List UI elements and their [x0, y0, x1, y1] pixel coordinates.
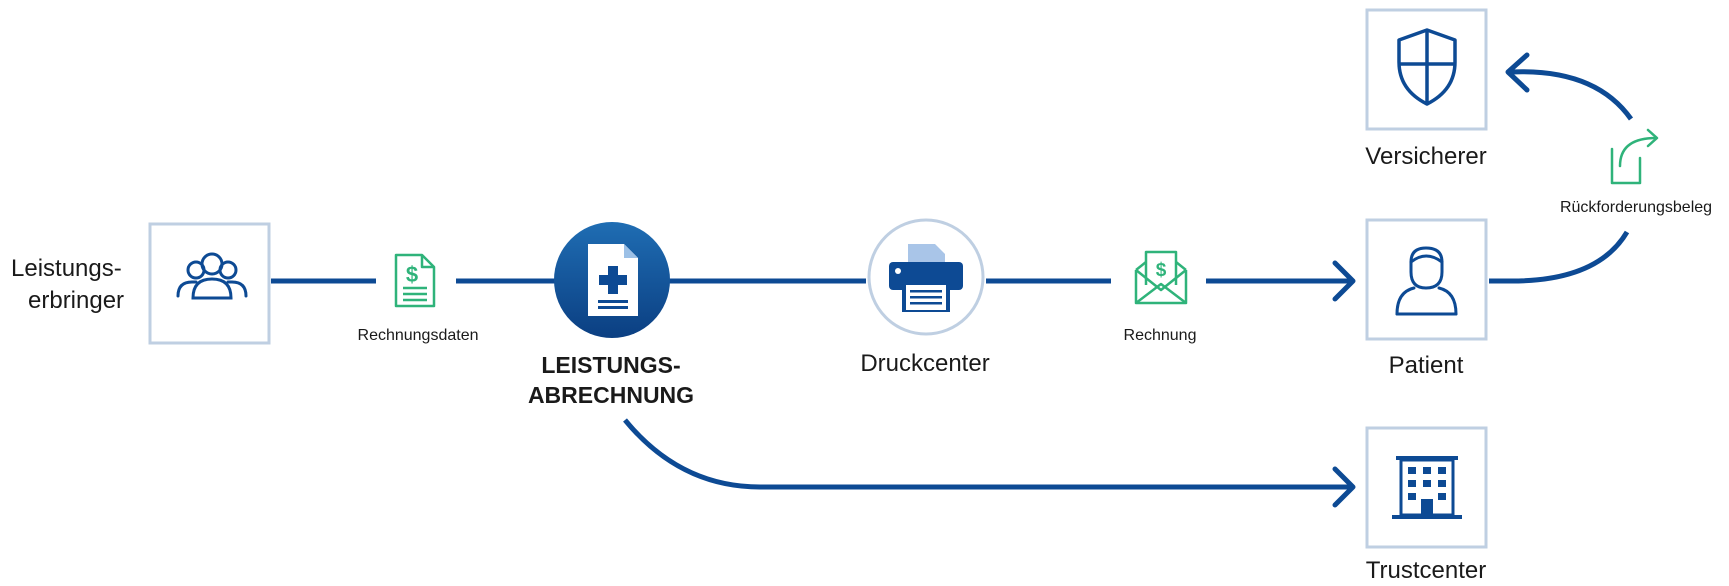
medical-document-icon — [588, 244, 638, 316]
leistungsabrechnung-label-line2: ABRECHNUNG — [527, 382, 695, 408]
connector-patient-rueckforderungsbeleg — [1489, 230, 1630, 284]
druckcenter-label: Druckcenter — [860, 350, 990, 377]
trustcenter-box — [1365, 426, 1488, 549]
leistungsabrechnung-label-line1: LEISTUNGS- — [541, 352, 681, 378]
invoice-document-icon — [394, 253, 436, 308]
forward-share-icon — [1610, 128, 1659, 185]
patient-label: Patient — [1388, 352, 1464, 379]
printer-icon — [889, 244, 963, 312]
arrowhead-versicherer — [1505, 52, 1530, 93]
invoice-dollar-glyph: $ — [406, 262, 418, 287]
building-icon — [1392, 456, 1462, 519]
leistungserbringer-box — [148, 222, 271, 345]
envelope-dollar-glyph: $ — [1156, 260, 1167, 281]
versicherer-label: Versicherer — [1365, 143, 1487, 170]
trustcenter-label: Trustcenter — [1365, 557, 1487, 584]
connector-rueckforderungsbeleg-versicherer — [1509, 69, 1634, 121]
connector-leistungsabrechnung-trustcenter — [623, 418, 1350, 490]
arrowhead-patient — [1332, 260, 1356, 302]
invoice-envelope-icon — [1134, 250, 1188, 305]
leistungserbringer-label-line1: Leistungs- — [11, 255, 122, 282]
leistungserbringer-label-line2: erbringer — [28, 287, 125, 314]
arrowhead-trustcenter — [1332, 466, 1356, 508]
patient-box — [1365, 218, 1488, 341]
shield-icon — [1397, 28, 1457, 106]
rechnungsdaten-label: Rechnungsdaten — [357, 327, 479, 344]
rechnung-label: Rechnung — [1123, 327, 1197, 344]
group-icon — [176, 252, 248, 300]
rueckforderungsbeleg-label: Rückforderungsbeleg — [1559, 199, 1713, 216]
user-icon — [1395, 246, 1458, 316]
